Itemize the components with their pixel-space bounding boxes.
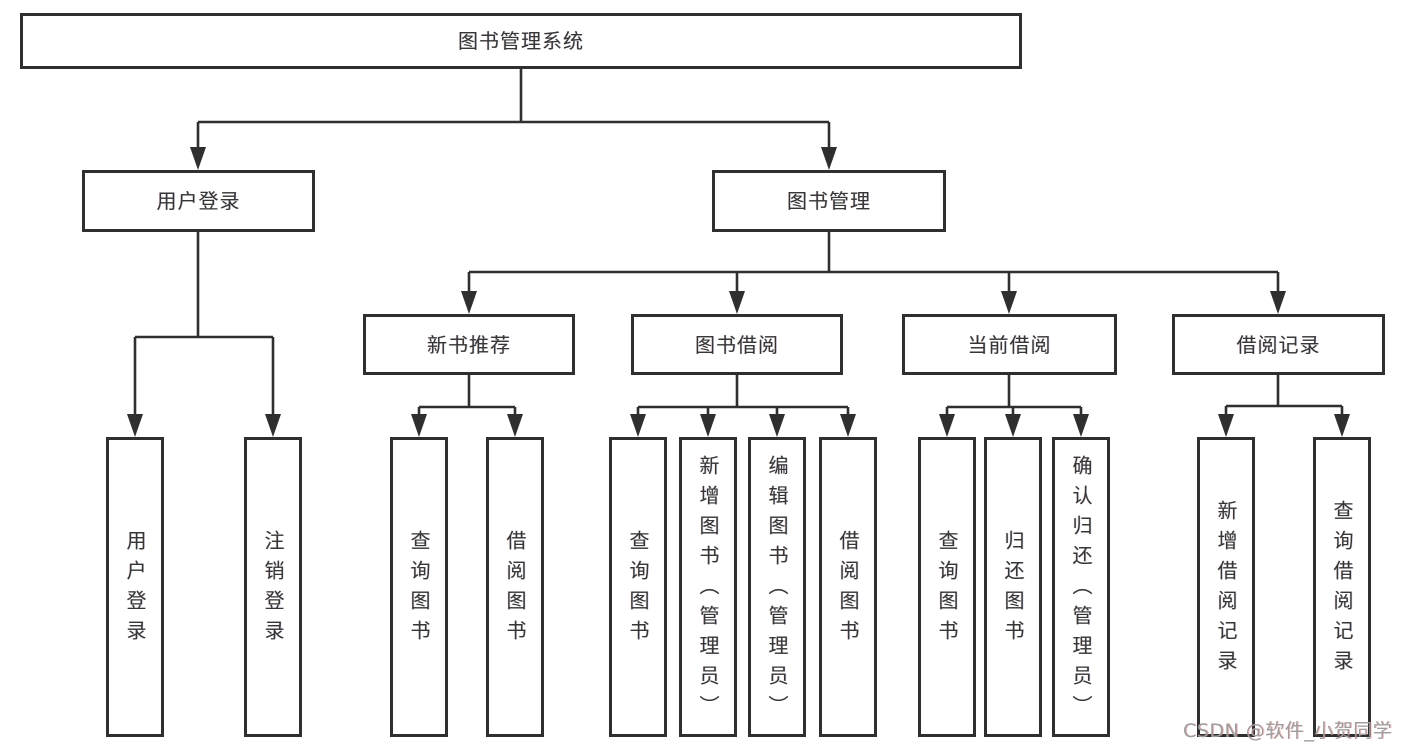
- node-borrow-records: 借阅记录: [1172, 314, 1385, 375]
- leaf-query-books-recommend: 查询图书: [390, 437, 448, 737]
- node-root: 图书管理系统: [20, 13, 1022, 69]
- leaf-query-books-borrow: 查询图书: [609, 437, 667, 737]
- arrowheads: [127, 147, 1350, 437]
- leaf-edit-book-admin: 编辑图书（管理员）: [748, 437, 806, 737]
- node-book-management: 图书管理: [712, 170, 946, 232]
- leaf-user-login: 用户登录: [106, 437, 164, 737]
- leaf-borrow-books-recommend: 借阅图书: [486, 437, 544, 737]
- leaf-add-borrow-record: 新增借阅记录: [1197, 437, 1255, 737]
- csdn-watermark: CSDN @软件_小贺同学: [1183, 720, 1393, 742]
- node-user-login: 用户登录: [82, 170, 315, 232]
- node-new-book-recommend: 新书推荐: [363, 314, 575, 375]
- node-book-borrow: 图书借阅: [631, 314, 843, 375]
- node-current-borrow: 当前借阅: [902, 314, 1117, 375]
- leaf-add-book-admin: 新增图书（管理员）: [679, 437, 737, 737]
- leaf-borrow-books: 借阅图书: [819, 437, 877, 737]
- leaf-query-books-current: 查询图书: [918, 437, 976, 737]
- leaf-query-borrow-record: 查询借阅记录: [1313, 437, 1371, 737]
- leaf-confirm-return-admin: 确认归还（管理员）: [1052, 437, 1110, 737]
- leaf-logout: 注销登录: [244, 437, 302, 737]
- leaf-return-book: 归还图书: [984, 437, 1042, 737]
